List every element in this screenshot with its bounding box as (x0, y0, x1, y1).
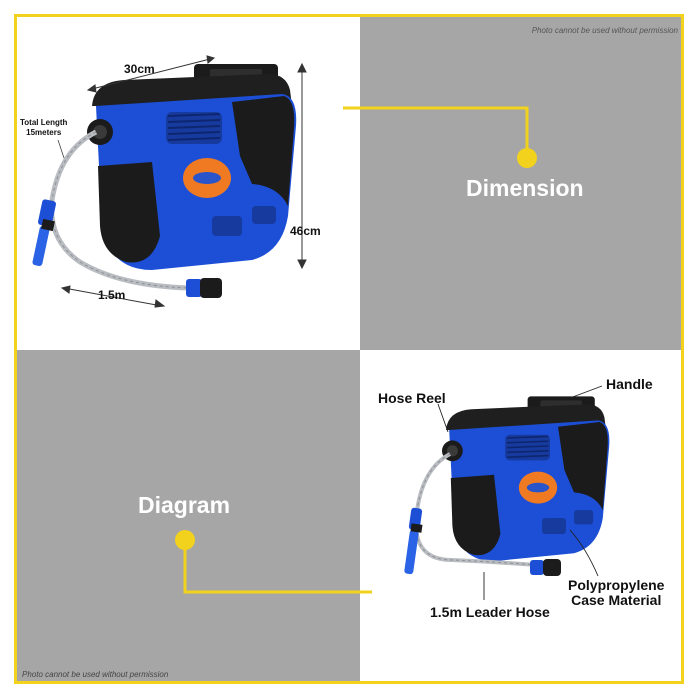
watermark-top: Photo cannot be used without permission (531, 26, 678, 35)
dimension-connector-line (343, 106, 537, 168)
hose-reel-callout: Hose Reel (378, 390, 446, 406)
case-material-line2: Case Material (571, 592, 662, 608)
total-length-line2: 15meters (26, 128, 62, 137)
dimension-heading: Dimension (466, 175, 584, 201)
case-material-callout: Polypropylene Case Material (568, 578, 664, 608)
width-label: 30cm (124, 62, 155, 76)
spray-nozzle-diagram-image (404, 507, 423, 575)
height-arrow (297, 62, 307, 270)
height-label: 46cm (290, 224, 321, 238)
diagram-heading: Diagram (138, 492, 231, 518)
hose-connector-image (186, 278, 222, 298)
leader-length-label: 1.5m (98, 288, 126, 302)
total-length-line1: Total Length (20, 118, 68, 127)
dimension-heading-panel (360, 17, 681, 350)
callout-lines (437, 385, 603, 600)
yellow-border (14, 14, 684, 684)
width-arrow (86, 55, 216, 93)
leader-length-arrow (60, 285, 166, 308)
hose-connector-diagram-image (530, 559, 561, 576)
diagram-connector-line (175, 530, 372, 594)
total-length-label: Total Length 15meters (20, 118, 67, 138)
hose-reel-product-image (86, 63, 298, 271)
watermark-bottom: Photo cannot be used without permission (22, 670, 169, 679)
hose-reel-diagram-image (441, 395, 611, 563)
leader-hose-callout: 1.5m Leader Hose (430, 604, 550, 620)
diagram-heading-panel (17, 350, 360, 681)
handle-callout: Handle (606, 376, 653, 392)
case-material-line1: Polypropylene (568, 577, 665, 593)
spray-nozzle-image (32, 199, 56, 267)
